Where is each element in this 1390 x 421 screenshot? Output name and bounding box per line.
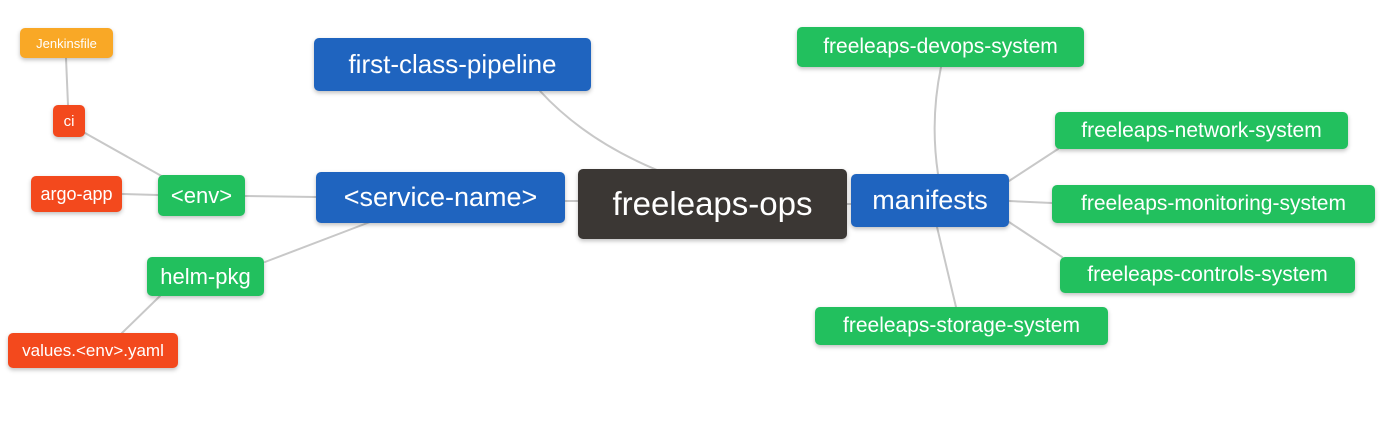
node-ci[interactable]: ci — [53, 105, 85, 137]
node-controls-system[interactable]: freeleaps-controls-system — [1060, 257, 1355, 293]
edge-pipeline-freeleaps-ops — [539, 90, 658, 171]
node-freeleaps-ops-root[interactable]: freeleaps-ops — [578, 169, 847, 239]
node-devops-system[interactable]: freeleaps-devops-system — [797, 27, 1084, 67]
edge-ci-env — [84, 132, 166, 179]
node-manifests[interactable]: manifests — [851, 174, 1009, 227]
node-jenkinsfile[interactable]: Jenkinsfile — [20, 28, 113, 58]
edge-env-service-name — [244, 195, 317, 198]
edge-helm-pkg-service-name — [264, 221, 371, 263]
edge-manifests-storage-system — [936, 226, 957, 308]
edge-manifests-network-system — [1008, 148, 1059, 182]
node-service-name[interactable]: <service-name> — [316, 172, 565, 223]
edge-jenkinsfile-ci — [65, 57, 69, 106]
edge-manifests-controls-system — [1008, 221, 1063, 258]
node-first-class-pipeline[interactable]: first-class-pipeline — [314, 38, 591, 91]
node-helm-pkg[interactable]: helm-pkg — [147, 257, 264, 296]
edge-values-helm-pkg — [121, 295, 161, 334]
node-network-system[interactable]: freeleaps-network-system — [1055, 112, 1348, 149]
node-argo-app[interactable]: argo-app — [31, 176, 122, 212]
node-monitoring-system[interactable]: freeleaps-monitoring-system — [1052, 185, 1375, 223]
node-storage-system[interactable]: freeleaps-storage-system — [815, 307, 1108, 345]
edge-manifests-monitoring-system — [1008, 200, 1053, 204]
edge-manifests-devops-system — [933, 66, 942, 175]
node-values-env-yaml[interactable]: values.<env>.yaml — [8, 333, 178, 368]
node-env[interactable]: <env> — [158, 175, 245, 216]
edge-argo-app-env — [121, 193, 159, 196]
